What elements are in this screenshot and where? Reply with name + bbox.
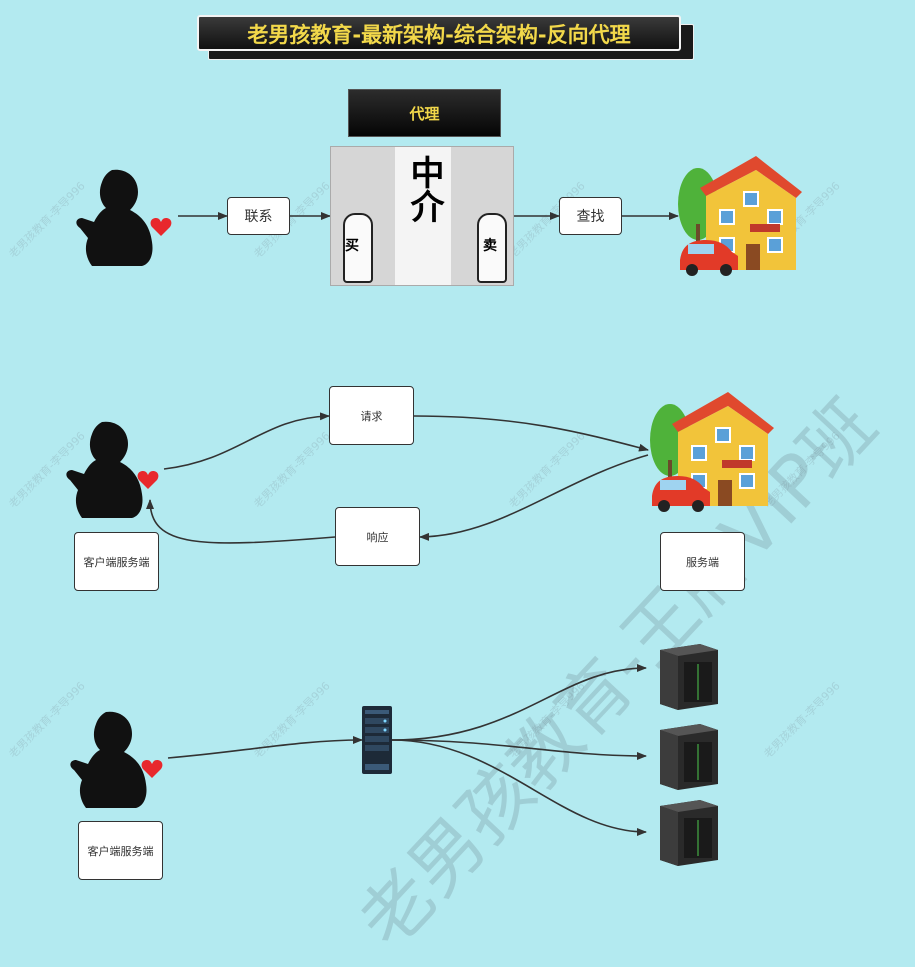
edge-client-to-proxy-server xyxy=(167,736,363,759)
server-label: 服务端 xyxy=(686,555,719,569)
proxy-label: 代理 xyxy=(409,105,440,123)
seller-glyph: 卖 xyxy=(483,238,497,254)
broker-illustration: 中介 买 卖 xyxy=(330,146,514,286)
edge-response-to-client xyxy=(146,499,336,544)
request-box: 请求 xyxy=(329,386,414,445)
broker-center-glyph: 中介 xyxy=(404,155,444,223)
response-label: 响应 xyxy=(366,530,389,544)
page-title: 老男孩教育-最新架构-综合架构-反向代理 xyxy=(197,15,681,51)
find-box: 查找 xyxy=(559,197,622,235)
edge-proxy-to-server-2 xyxy=(391,739,647,760)
client-box: 客户端服务端 xyxy=(78,821,163,880)
contact-label: 联系 xyxy=(244,209,273,225)
edge-client-to-request xyxy=(163,412,330,470)
edge-server-to-response xyxy=(419,454,649,541)
client-label: 客户端服务端 xyxy=(83,555,150,569)
buyer-figure xyxy=(343,213,373,283)
seller-figure xyxy=(477,213,507,283)
connector-layer xyxy=(146,212,679,836)
client-label: 客户端服务端 xyxy=(87,844,154,858)
server-box: 服务端 xyxy=(660,532,745,591)
edge-request-to-server xyxy=(413,415,649,452)
contact-box: 联系 xyxy=(227,197,290,235)
find-label: 查找 xyxy=(576,209,605,225)
edge-proxy-to-server-1 xyxy=(391,664,647,741)
edge-proxy-to-server-3 xyxy=(391,739,647,836)
buyer-glyph: 买 xyxy=(345,238,359,254)
proxy-label-box: 代理 xyxy=(348,89,501,137)
client-box: 客户端服务端 xyxy=(74,532,159,591)
broker-pillar xyxy=(395,147,451,285)
request-label: 请求 xyxy=(360,409,383,423)
response-box: 响应 xyxy=(335,507,420,566)
